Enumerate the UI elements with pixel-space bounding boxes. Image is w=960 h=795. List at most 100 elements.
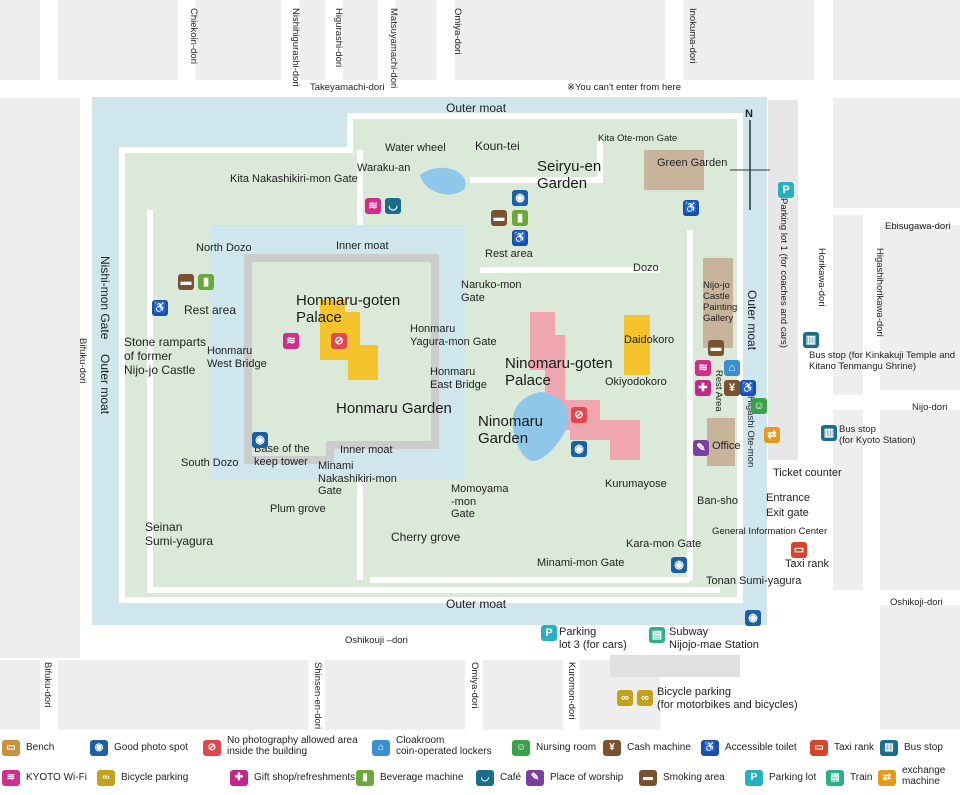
bicycle-icon[interactable]: ∞ — [637, 690, 653, 706]
accessible-toilet-icon[interactable]: ♿ — [152, 300, 168, 316]
exchange-icon[interactable]: ⇄ — [764, 427, 780, 443]
legend-label: No photography allowed area inside the b… — [227, 735, 358, 757]
gift-icon[interactable]: ✚ — [695, 380, 711, 396]
street-nijo: Nijo-dori — [912, 402, 948, 413]
label-ban-sho: Ban-sho — [697, 495, 738, 507]
label-naruko-mon: Naruko-mon Gate — [461, 279, 522, 304]
locker-icon[interactable]: ⌂ — [724, 360, 740, 376]
smoking-icon[interactable]: ▬ — [708, 340, 724, 356]
camera-icon[interactable]: ◉ — [512, 190, 528, 206]
label-rest-area-right: Rest Area — [712, 370, 724, 412]
beverage-icon[interactable]: ▮ — [198, 274, 214, 290]
accessible-toilet-icon[interactable]: ♿ — [740, 380, 756, 396]
label-exit-gate: Exit gate — [766, 507, 809, 519]
gift-icon: ✚ — [230, 770, 248, 786]
street-matsuyamachi: Matsuyamachi-dori — [388, 8, 399, 89]
label-honmaru-garden: Honmaru Garden — [336, 400, 452, 417]
wifi-icon[interactable]: ≋ — [695, 360, 711, 376]
label-water-wheel: Water wheel — [385, 142, 446, 154]
street-takeyamachi: Takeyamachi-dori — [310, 82, 385, 93]
legend-label: Taxi rank — [834, 742, 875, 753]
street-omiya-top: Omiya-dori — [452, 8, 463, 55]
label-general-info: General Information Center — [712, 526, 828, 537]
legend-label: Accessible toilet — [725, 742, 797, 753]
label-kita-nakashikiri: Kita Nakashikiri-mon Gate — [230, 173, 358, 185]
ninomaru-pond — [512, 392, 569, 461]
accessible-toilet-icon[interactable]: ♿ — [512, 230, 528, 246]
legend-label: Bicycle parking — [121, 772, 189, 783]
street-bifuku-left: Bifuku-dori — [77, 338, 88, 384]
parking-icon[interactable]: P — [778, 182, 794, 198]
legend-label: Nursing room — [536, 742, 597, 753]
label-momoyama-mon: Momoyama -mon Gate — [451, 483, 509, 521]
cafe-icon: ◡ — [476, 770, 494, 786]
label-rest-area-top: Rest area — [485, 248, 533, 260]
label-minami-nakashikiri: Minami Nakashikiri-mon Gate — [318, 460, 397, 498]
legend-label: Place of worship — [550, 772, 624, 783]
legend-label: exchange machine — [902, 765, 946, 787]
camera-icon[interactable]: ◉ — [571, 441, 587, 457]
label-bus-stop-kinkakuji: Bus stop (for Kinkakuji Temple and Kitan… — [809, 350, 956, 372]
label-tonan-sumi: Tonan Sumi-yagura — [706, 575, 802, 587]
accessible-toilet-icon[interactable]: ♿ — [683, 200, 699, 216]
smoking-icon[interactable]: ▬ — [178, 274, 194, 290]
label-cherry-grove: Cherry grove — [391, 530, 461, 544]
accessible-toilet-icon: ♿ — [701, 740, 719, 756]
camera-icon: ◉ — [90, 740, 108, 756]
label-office: Office — [712, 440, 741, 452]
bus-icon[interactable]: ▥ — [821, 425, 837, 441]
street-higashihorikawa: Higashihorikawa-dori — [874, 248, 885, 337]
label-ninomaru-garden: Ninomaru Garden — [478, 413, 544, 448]
bench-icon: ▭ — [2, 740, 20, 756]
street-shinsen: Shinsen-en-dori — [312, 662, 323, 730]
street-horikawa: Horikawa-dori — [816, 248, 827, 307]
parking-icon[interactable]: P — [541, 625, 557, 641]
label-rest-area-left: Rest area — [184, 303, 237, 317]
taxi-icon[interactable]: ▭ — [791, 542, 807, 558]
bus-icon[interactable]: ▥ — [803, 332, 819, 348]
legend-label: Gift shop/refreshments — [254, 772, 356, 783]
label-green-garden: Green Garden — [657, 157, 728, 169]
legend-label: KYOTO Wi-Fi — [26, 772, 87, 783]
label-ticket-counter: Ticket counter — [773, 467, 842, 479]
bicycle-icon: ∞ — [97, 770, 115, 786]
label-honmaru-yagura: Honmaru Yagura-mon Gate — [410, 323, 497, 348]
label-north-dozo: North Dozo — [196, 242, 252, 254]
parking-lot-3 — [610, 655, 740, 677]
city-blocks — [0, 0, 960, 730]
parking-lot-1 — [768, 100, 798, 460]
no-photo-icon[interactable]: ⊘ — [331, 333, 347, 349]
wifi-icon[interactable]: ≋ — [283, 333, 299, 349]
green-garden-building — [644, 150, 704, 190]
nursing-icon[interactable]: ☺ — [751, 398, 767, 414]
beverage-icon[interactable]: ▮ — [512, 210, 528, 226]
parking-icon: P — [745, 770, 763, 786]
wifi-icon: ≋ — [2, 770, 20, 786]
no-photo-icon[interactable]: ⊘ — [571, 407, 587, 423]
street-chiekoin: Chiekoin-dori — [188, 8, 199, 64]
cash-icon[interactable]: ¥ — [724, 380, 740, 396]
bicycle-icon[interactable]: ∞ — [617, 690, 633, 706]
smoking-icon[interactable]: ▬ — [491, 210, 507, 226]
worship-icon[interactable]: ✎ — [693, 440, 709, 456]
street-oshikoji-right: Oshikoji-dori — [890, 597, 943, 608]
camera-icon[interactable]: ◉ — [745, 610, 761, 626]
wifi-icon[interactable]: ≋ — [365, 198, 381, 214]
street-bifuku-bottom: Bifuku-dori — [42, 662, 53, 708]
label-painting-gallery: Nijo-jo Castle Painting Gallery — [703, 280, 738, 324]
label-plum-grove: Plum grove — [270, 503, 326, 515]
legend: ▭Bench◉Good photo spot⊘No photography al… — [0, 730, 960, 795]
label-okiyodokoro: Okiyodokoro — [605, 376, 667, 388]
label-south-dozo: South Dozo — [181, 457, 239, 469]
camera-icon[interactable]: ◉ — [671, 557, 687, 573]
train-icon[interactable]: ▤ — [649, 627, 665, 643]
train-icon: ▤ — [826, 770, 844, 786]
street-inokuma: Inokuma-dori — [687, 8, 698, 64]
nursing-icon: ☺ — [512, 740, 530, 756]
cafe-icon[interactable]: ◡ — [385, 198, 401, 214]
camera-icon[interactable]: ◉ — [252, 432, 268, 448]
worship-icon: ✎ — [526, 770, 544, 786]
moat-outer-bottom: Outer moat — [446, 597, 507, 611]
label-parking-lot1: Parking lot 1 (for coaches and cars) — [777, 198, 789, 348]
label-honmaru-west-bridge: Honmaru West Bridge — [207, 345, 267, 370]
